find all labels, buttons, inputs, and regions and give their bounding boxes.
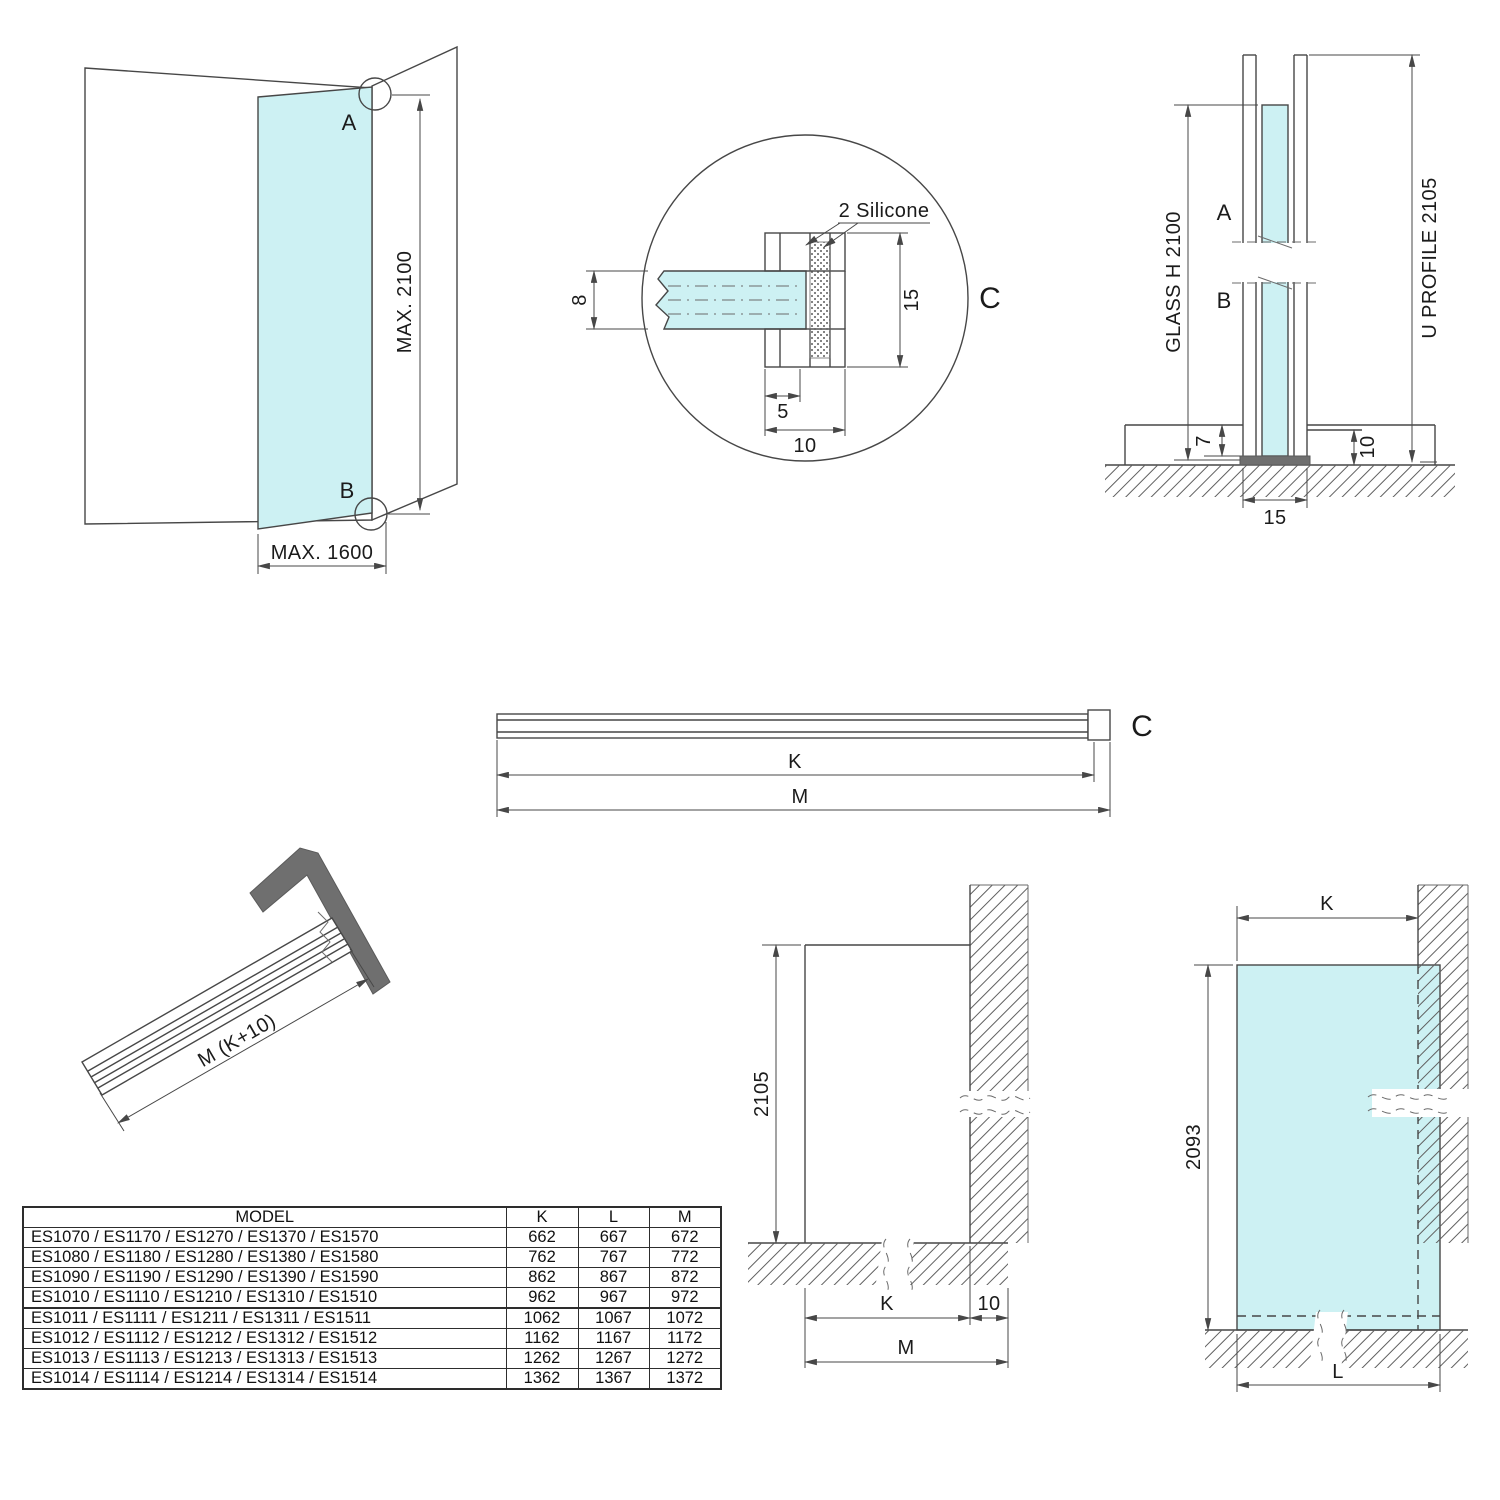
table-header-row: MODEL K L M [22,1206,722,1228]
plan-c-label: C [1131,710,1153,743]
point-b-label: B [340,478,355,503]
detail-circle-a [358,77,392,111]
elev-right-k-dim: K [1320,893,1334,915]
cell-m: 1072 [648,1307,722,1329]
cell-m: 872 [648,1267,722,1288]
model-table: MODEL K L M ES1070 / ES1170 / ES1270 / E… [22,1206,722,1390]
header-m: M [648,1206,722,1228]
table-row: ES1080 / ES1180 / ES1280 / ES1380 / ES15… [22,1247,722,1268]
header-k: K [505,1206,579,1228]
elev-k-dim: K [880,1293,894,1315]
base-profile [1239,455,1311,466]
cell-l: 967 [577,1287,650,1309]
outer-width-dim: 10 [793,435,816,457]
glass-panel [257,86,373,530]
detail-bubble [641,134,969,462]
view-rail-iso: M (K+10) [81,847,391,1132]
height-2105-dim: 2105 [751,1071,773,1117]
u-profile-dim: U PROFILE 2105 [1419,177,1441,338]
glass-height-dim: GLASS H 2100 [1163,211,1185,353]
cell-k: 1062 [505,1307,579,1329]
elev-m-dim: M [897,1337,914,1359]
section-b-label: B [1217,288,1232,313]
cell-model: ES1070 / ES1170 / ES1270 / ES1370 / ES15… [22,1227,507,1248]
cell-k: 662 [505,1227,579,1248]
table-row: ES1012 / ES1112 / ES1212 / ES1312 / ES15… [22,1328,722,1349]
cell-m: 672 [648,1227,722,1248]
cell-m: 972 [648,1287,722,1309]
dim-10: 10 [1357,435,1379,458]
max-height-dim: MAX. 2100 [394,251,416,354]
cell-l: 1167 [577,1328,650,1349]
cell-k: 1362 [505,1368,579,1390]
wall-hatch [970,885,1028,1243]
cell-k: 1262 [505,1348,579,1369]
table-row: ES1014 / ES1114 / ES1214 / ES1314 / ES15… [22,1368,722,1390]
header-model: MODEL [22,1206,507,1228]
cell-l: 1067 [577,1307,650,1329]
cell-model: ES1012 / ES1112 / ES1212 / ES1312 / ES15… [22,1328,507,1349]
cell-l: 1267 [577,1348,650,1369]
cell-l: 767 [577,1247,650,1268]
point-a-label: A [342,110,357,135]
section-a-label: A [1217,200,1232,225]
cell-model: ES1090 / ES1190 / ES1290 / ES1390 / ES15… [22,1267,507,1288]
wall-hatch-right [1418,885,1468,1243]
profile-end-cap [1087,709,1111,741]
cell-k: 762 [505,1247,579,1268]
height-2093-dim: 2093 [1183,1124,1205,1170]
table-row: ES1011 / ES1111 / ES1211 / ES1311 / ES15… [22,1307,722,1329]
cell-l: 667 [577,1227,650,1248]
profile-top-flange [764,232,846,272]
table-row: ES1090 / ES1190 / ES1290 / ES1390 / ES15… [22,1267,722,1288]
cell-m: 772 [648,1247,722,1268]
cell-model: ES1014 / ES1114 / ES1214 / ES1314 / ES15… [22,1368,507,1390]
elev-l-dim: L [1332,1361,1344,1383]
view-elev-right: K 2093 L [1183,884,1472,1392]
inner-width-dim: 5 [777,401,789,423]
view-profile-plan: C K M [495,709,1153,817]
ground-hatch [1105,465,1455,497]
profile-bottom-flange [764,328,846,368]
max-width-dim: MAX. 1600 [271,542,374,564]
table-row: ES1013 / ES1113 / ES1213 / ES1313 / ES15… [22,1348,722,1369]
header-l: L [577,1206,650,1228]
cell-m: 1172 [648,1328,722,1349]
profile-height-dim: 15 [901,288,923,311]
cell-l: 867 [577,1267,650,1288]
glass-elevation [1236,964,1441,1331]
detail-circle-b [354,497,388,531]
cell-model: ES1011 / ES1111 / ES1211 / ES1311 / ES15… [22,1307,507,1329]
dim-15: 15 [1263,507,1286,529]
table-row: ES1070 / ES1170 / ES1270 / ES1370 / ES15… [22,1227,722,1248]
view-elev-left: 2105 K 10 M [748,884,1033,1368]
cell-k: 862 [505,1267,579,1288]
view-detail-c: 2 Silicone 8 15 5 10 C [569,134,1001,462]
cell-model: ES1080 / ES1180 / ES1280 / ES1380 / ES15… [22,1247,507,1268]
silicone-label: 2 Silicone [839,200,930,222]
profile-bar [496,713,1089,739]
view-section: A B GLASS H 2100 U PROFILE 2105 7 10 15 [1105,53,1455,529]
glass-thickness-dim: 8 [569,294,591,306]
cell-model: ES1010 / ES1110 / ES1210 / ES1310 / ES15… [22,1287,507,1309]
table-row: ES1010 / ES1110 / ES1210 / ES1310 / ES15… [22,1287,722,1309]
cell-m: 1372 [648,1368,722,1390]
m-dim: M [791,786,808,808]
rail-body [81,917,353,1096]
cell-model: ES1013 / ES1113 / ES1213 / ES1313 / ES15… [22,1348,507,1369]
view-corner-iso: A B MAX. 2100 MAX. 1600 [84,45,458,574]
cell-m: 1272 [648,1348,722,1369]
k-dim: K [788,751,802,773]
cell-k: 1162 [505,1328,579,1349]
cell-k: 962 [505,1287,579,1309]
cell-l: 1367 [577,1368,650,1390]
elev-10-dim: 10 [977,1293,1000,1315]
dim-7: 7 [1193,435,1215,447]
detail-c-label: C [979,282,1001,315]
silicone-bead [809,241,831,359]
